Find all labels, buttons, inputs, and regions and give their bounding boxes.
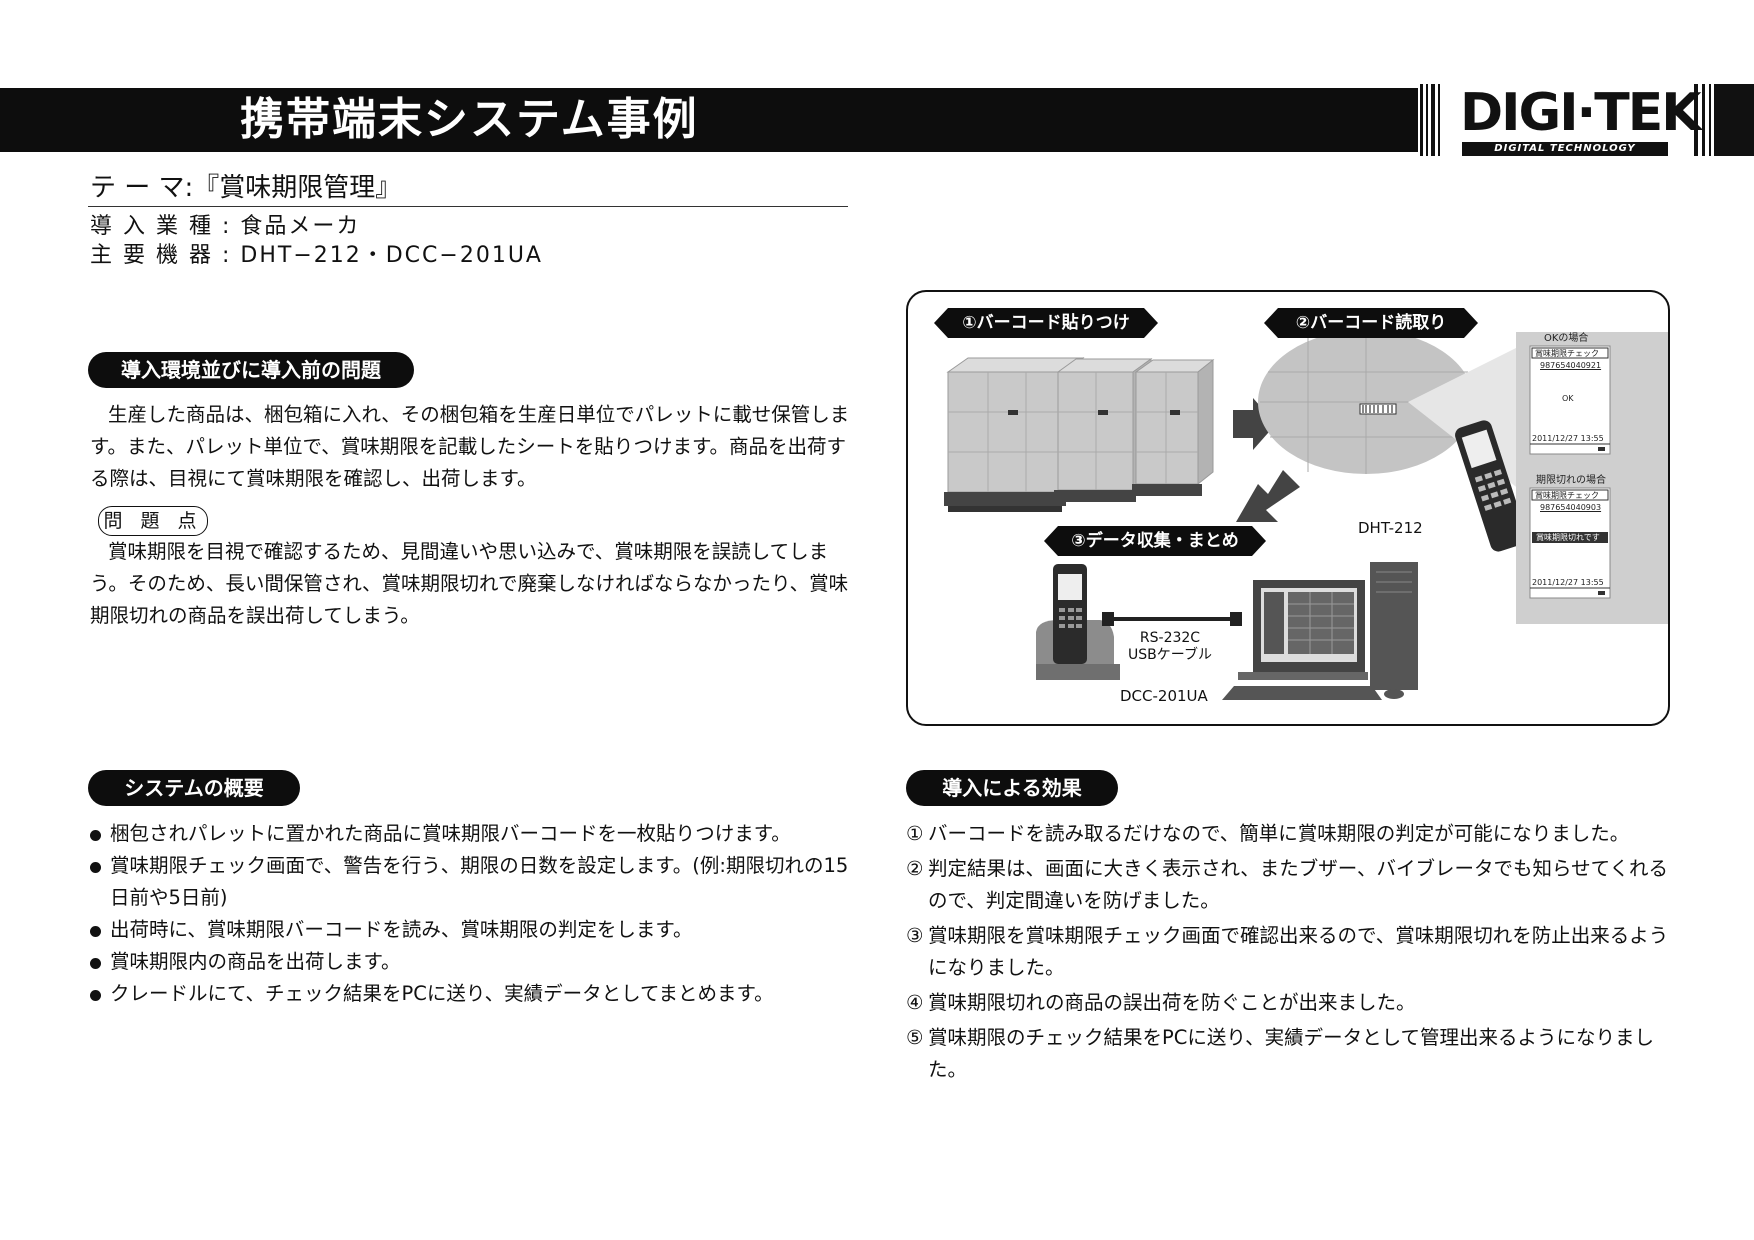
item-number: ④ xyxy=(906,991,924,1014)
arrow-down-left xyxy=(1236,470,1300,522)
screen-ng-code: 987654040903 xyxy=(1540,503,1602,512)
list-item: 賞味期限チェック画面で、警告を行う、期限の日数を設定します。(例:期限切れの15… xyxy=(88,850,858,914)
meta-equipment-label: 主 要 機 器 : xyxy=(90,243,241,268)
theme-label: テ ー マ: xyxy=(90,173,194,203)
meta-equipment-value: DHT−212・DCC−201UA xyxy=(240,243,543,268)
theme-divider xyxy=(88,206,848,207)
screen-ok-caption: OKの場合 xyxy=(1544,333,1589,344)
screen-ok-datetime: 2011/12/27 13:55 xyxy=(1532,434,1604,443)
system-list: 梱包されパレットに置かれた商品に賞味期限バーコードを一枚貼りつけます。 賞味期限… xyxy=(88,818,858,1010)
arrow-right xyxy=(1233,398,1276,450)
list-item: クレードルにて、チェック結果をPCに送り、実績データとしてまとめます。 xyxy=(88,978,858,1010)
bullet-icon xyxy=(90,862,101,873)
list-item: 出荷時に、賞味期限バーコードを読み、賞味期限の判定をします。 xyxy=(88,914,858,946)
item-number: ⑤ xyxy=(906,1026,924,1049)
screen-ok-code: 987654040921 xyxy=(1540,361,1602,370)
environment-text: 生産した商品は、梱包箱に入れ、その梱包箱を生産日単位でパレットに載せ保管します。… xyxy=(90,403,850,490)
problem-text: 賞味期限を目視で確認するため、見間違いや思い込みで、賞味期限を誤読してしまう。そ… xyxy=(90,540,849,627)
problem-label: 問 題 点 xyxy=(98,506,208,536)
logo-text: DIGI·TEK xyxy=(1460,83,1702,143)
company-logo: DIGI·TEK DIGITAL TECHNOLOGY xyxy=(1418,84,1754,156)
device-label: DHT-212 xyxy=(1358,519,1423,537)
diagram-graphics xyxy=(944,330,1668,700)
step2-tag: ②バーコード読取り xyxy=(1264,308,1478,338)
screen-ng-caption: 期限切れの場合 xyxy=(1536,475,1606,486)
theme-value: 『賞味期限管理』 xyxy=(193,173,402,203)
effects-heading: 導入による効果 xyxy=(906,770,1118,806)
bullet-icon xyxy=(90,830,101,841)
screen-ok-result: OK xyxy=(1562,394,1574,403)
system-heading: システムの概要 xyxy=(88,770,300,806)
handheld-terminal xyxy=(1455,420,1528,552)
meta-industry: 導 入 業 種 : 食品メーカ xyxy=(90,213,360,241)
pc-illustration xyxy=(1222,562,1418,700)
page-title: 携帯端末システム事例 xyxy=(240,94,699,145)
item-number: ① xyxy=(906,822,924,845)
screen-ng-datetime: 2011/12/27 13:55 xyxy=(1532,578,1604,587)
theme-line: テ ー マ:『賞味期限管理』 xyxy=(90,170,401,206)
list-item: 梱包されパレットに置かれた商品に賞味期限バーコードを一枚貼りつけます。 xyxy=(88,818,858,850)
system-diagram: ①バーコード貼りつけ ②バーコード読取り ③データ収集・まとめ DHT-212 … xyxy=(906,290,1670,726)
environment-heading: 導入環境並びに導入前の問題 xyxy=(88,352,414,388)
cable-label-1: RS-232C xyxy=(1139,630,1201,646)
screen-ng-result: 賞味期限切れです xyxy=(1536,533,1600,542)
screen-ok-title: 賞味期限チェック xyxy=(1535,349,1599,358)
cradle-device xyxy=(1036,564,1120,680)
bullet-icon xyxy=(90,926,101,937)
logo-subtitle: DIGITAL TECHNOLOGY xyxy=(1462,142,1668,156)
step3-tag: ③データ収集・まとめ xyxy=(1044,526,1266,556)
meta-industry-label: 導 入 業 種 : xyxy=(90,214,241,239)
list-item: 賞味期限内の商品を出荷します。 xyxy=(88,946,858,978)
meta-industry-value: 食品メーカ xyxy=(240,214,361,239)
bullet-icon xyxy=(90,958,101,969)
pallet-boxes-illustration xyxy=(944,357,1215,512)
cable-illustration xyxy=(1102,612,1242,626)
cable-label-2: USBケーブル xyxy=(1128,647,1212,663)
meta-equipment: 主 要 機 器 : DHT−212・DCC−201UA xyxy=(90,242,543,270)
bullet-icon xyxy=(90,990,101,1001)
step1-tag: ①バーコード貼りつけ xyxy=(934,308,1158,338)
cradle-label: DCC-201UA xyxy=(1120,687,1208,705)
item-number: ③ xyxy=(906,924,924,947)
screen-ng-title: 賞味期限チェック xyxy=(1535,491,1599,500)
item-number: ② xyxy=(906,857,924,880)
